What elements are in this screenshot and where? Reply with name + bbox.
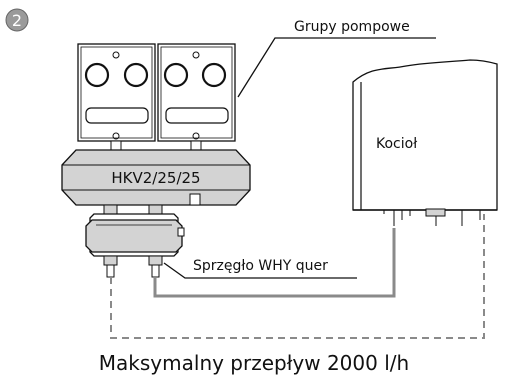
label-pump-groups: Grupy pompowe [294, 19, 410, 35]
label-coupler: Sprzęgło WHY quer [193, 258, 328, 274]
coupler-body [85, 219, 183, 253]
pump-window [165, 107, 229, 124]
supply-pipe [153, 228, 396, 298]
boiler-connector [425, 208, 446, 217]
hydraulic-coupler [85, 213, 185, 278]
label-max-flow: Maksymalny przepływ 2000 l/h [99, 351, 409, 375]
manifold: HKV2/25/25 [61, 149, 251, 206]
step-badge-circle [5, 8, 29, 32]
pump-groups-leader-line [237, 37, 436, 98]
boiler-body [352, 59, 498, 211]
label-boiler: Kocioł [376, 136, 417, 152]
step-badge-number: 2 [12, 11, 22, 30]
pump-window [85, 107, 149, 124]
step-badge: 2 [5, 8, 29, 32]
thermometer-dial-right [123, 62, 149, 88]
pump-group-2 [157, 43, 236, 142]
thermometer-dial-left [84, 62, 110, 88]
return-pipe-dashed [110, 214, 485, 339]
label-manifold: HKV2/25/25 [111, 169, 200, 187]
coupler-leader-line [163, 262, 357, 279]
thermometer-dial-left [163, 62, 189, 88]
pump-manifold-connectors [110, 140, 202, 151]
manifold-coupler-connectors [103, 204, 163, 215]
boiler: Kocioł [352, 59, 498, 226]
pump-group-1 [77, 43, 156, 142]
thermometer-dial-right [201, 62, 227, 88]
